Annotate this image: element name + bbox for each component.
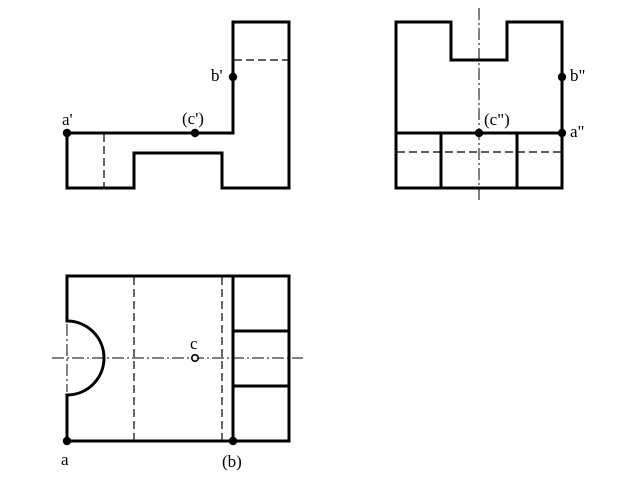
top-label-a: a — [61, 450, 69, 469]
side-label-c: (c") — [484, 110, 510, 129]
front-point-a — [62, 128, 72, 138]
front-label-c: (c') — [182, 109, 204, 128]
side-view: (c") a" b" — [394, 8, 585, 203]
side-label-b: b" — [570, 66, 585, 85]
side-point-b — [557, 72, 567, 82]
top-view: c a (b) — [52, 274, 303, 471]
front-point-c — [190, 128, 200, 138]
top-view-outline — [65, 274, 291, 443]
side-label-a: a" — [570, 122, 585, 141]
side-view-outline — [394, 20, 564, 190]
top-label-b: (b) — [222, 452, 242, 471]
side-point-a — [557, 128, 567, 138]
front-point-b — [228, 72, 238, 82]
top-point-b — [228, 436, 238, 446]
top-point-c — [191, 353, 200, 362]
top-point-a — [62, 436, 72, 446]
front-view-outline — [65, 20, 291, 190]
top-label-c: c — [190, 334, 198, 353]
front-view: a' (c') b' — [62, 20, 291, 190]
front-label-b: b' — [211, 66, 223, 85]
side-point-c — [474, 128, 484, 138]
front-label-a: a' — [62, 110, 73, 129]
